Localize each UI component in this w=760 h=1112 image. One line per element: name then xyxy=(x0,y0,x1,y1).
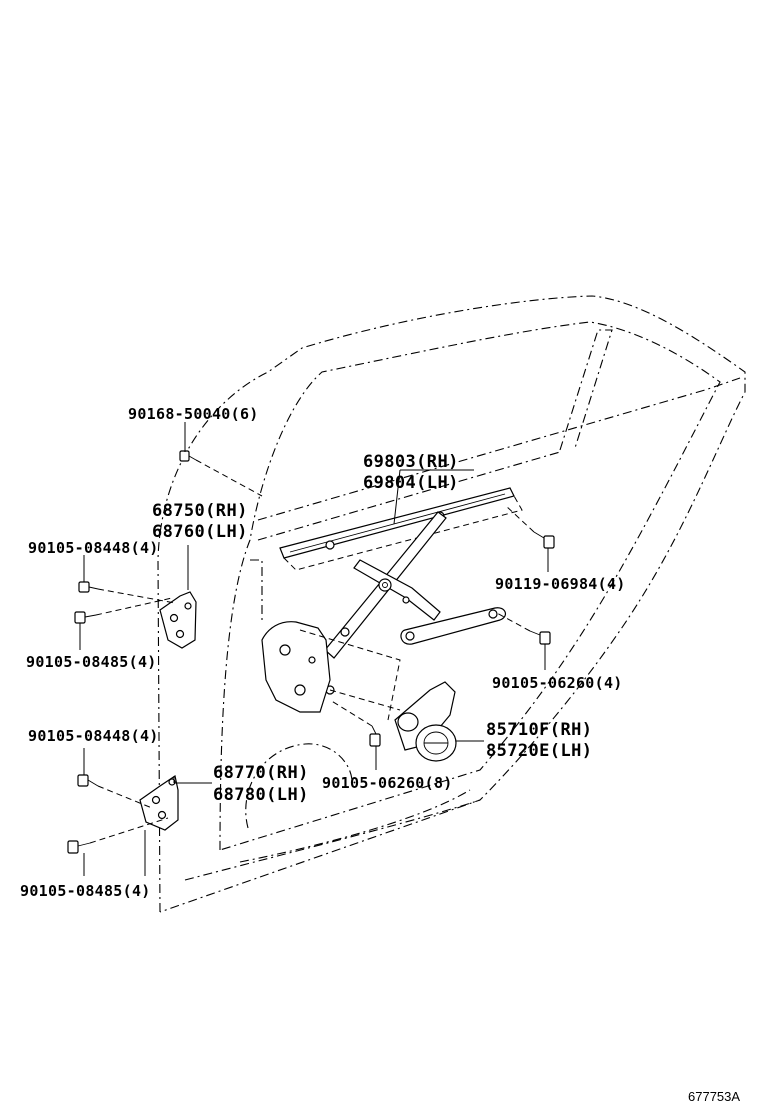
label-lower-hinge-lh: 68780(LH) xyxy=(213,785,309,805)
bolt-icon xyxy=(74,611,97,624)
door-outline xyxy=(157,295,746,913)
attach-lines xyxy=(89,459,535,844)
upper-hinge xyxy=(159,591,197,649)
image-id: 677753A xyxy=(688,1089,740,1104)
lower-hinge xyxy=(139,775,179,831)
label-bolt-lower-hinge-a: 90105-08448(4) xyxy=(28,727,159,745)
regulator-channel xyxy=(279,487,523,571)
label-upper-hinge-lh: 68760(LH) xyxy=(152,522,248,542)
label-upper-hinge-rh: 68750(RH) xyxy=(152,501,248,521)
label-lower-hinge-rh: 68770(RH) xyxy=(213,763,309,783)
bolt-icon xyxy=(78,581,99,593)
bolt-icon xyxy=(67,840,91,854)
bolt-icon xyxy=(369,725,381,747)
label-bolt-lower-hinge-b: 90105-08485(4) xyxy=(20,882,151,900)
label-regulator-channel-lh: 69804(LH) xyxy=(363,473,459,493)
label-bolt-right-upper: 90119-06984(4) xyxy=(495,575,626,593)
label-bolt-upper-hinge-a: 90105-08448(4) xyxy=(28,539,159,557)
label-motor-rh: 85710F(RH) xyxy=(486,720,592,740)
label-regulator-channel-rh: 69803(RH) xyxy=(363,452,459,472)
bolt-icon xyxy=(533,531,555,549)
bolt-icon xyxy=(179,450,197,462)
bolt-icons xyxy=(67,450,555,854)
regulator-base-plate xyxy=(261,621,401,721)
bolt-icon xyxy=(529,630,551,645)
label-bolt-center-lower: 90105-06260(8) xyxy=(322,774,453,792)
leader-lines xyxy=(79,422,549,876)
regulator-arms xyxy=(324,511,507,695)
label-bolt-right-lower: 90105-06260(4) xyxy=(492,674,623,692)
window-motor xyxy=(394,681,484,762)
label-motor-lh: 85720E(LH) xyxy=(486,741,592,761)
label-bolt-top-left: 90168-50040(6) xyxy=(128,405,259,423)
bolt-icon xyxy=(77,774,99,787)
label-bolt-upper-hinge-b: 90105-08485(4) xyxy=(26,653,157,671)
part-labels: 90168-50040(6) 69803(RH) 69804(LH) 68750… xyxy=(20,405,626,900)
